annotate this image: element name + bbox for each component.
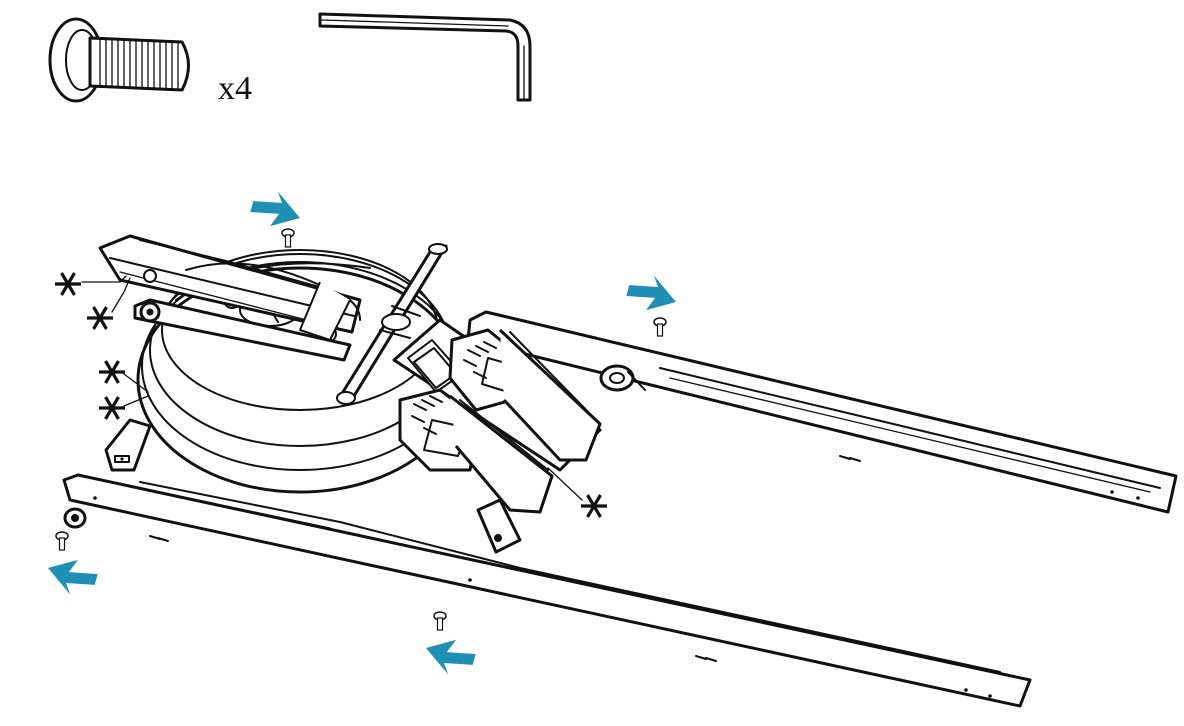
asterisk-marker-icon bbox=[97, 395, 149, 421]
handle-bar bbox=[336, 243, 448, 405]
asterisk-marker-icon bbox=[85, 277, 131, 331]
foot-plate-assembly bbox=[392, 318, 602, 554]
front-frame bbox=[98, 234, 362, 472]
direction-arrow-icon bbox=[622, 269, 676, 322]
direction-arrow-icon bbox=[48, 548, 102, 601]
asterisk-marker-icon bbox=[53, 271, 127, 297]
allen-key-icon bbox=[318, 12, 532, 102]
asterisk-marker-icon bbox=[547, 467, 609, 519]
lower-rail bbox=[62, 473, 1032, 708]
asterisk-marker-icon bbox=[97, 359, 149, 393]
bolt-right bbox=[653, 317, 667, 337]
bolt-quantity-label: x4 bbox=[218, 70, 252, 107]
bolt-left bbox=[55, 531, 69, 551]
direction-arrow-icon bbox=[426, 628, 480, 681]
bolt-icon bbox=[48, 17, 190, 103]
bolt-bottom bbox=[433, 611, 447, 631]
bolt-top bbox=[281, 228, 295, 248]
